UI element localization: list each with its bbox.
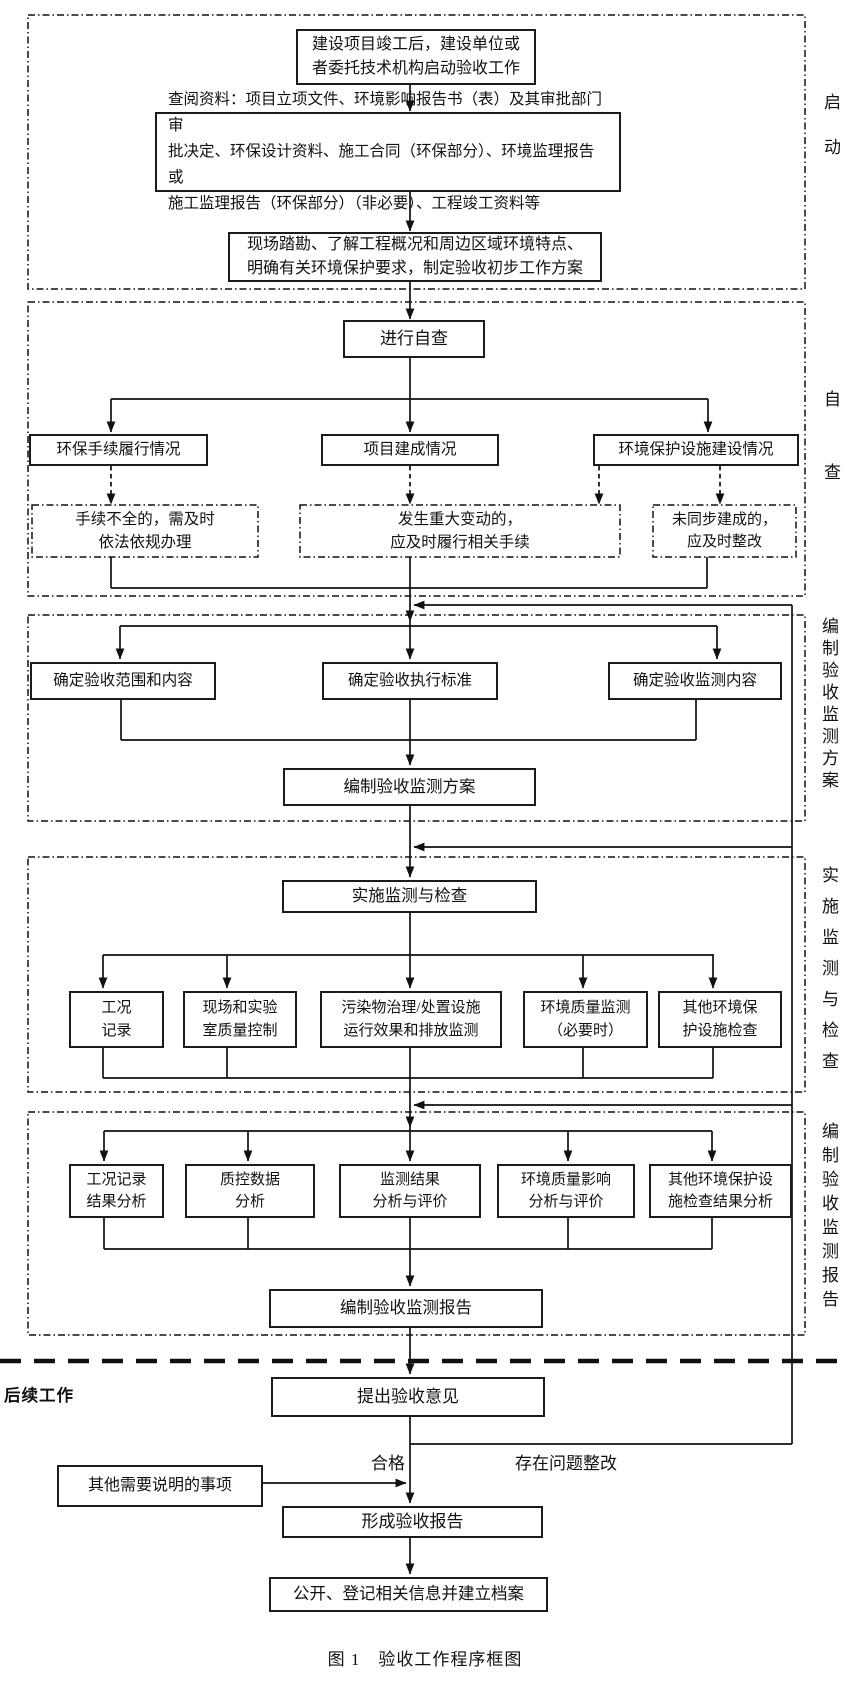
edge-label-pass: 合格	[371, 1454, 405, 1473]
section-border-report	[27, 1111, 806, 1336]
dashed-box-fix-sync	[652, 504, 797, 558]
dashed-box-fix-changes	[299, 504, 621, 558]
node-monitor-content: 确定验收监测内容	[608, 662, 782, 700]
dashed-box-fix-procedures	[31, 504, 259, 558]
node-review-docs: 查阅资料：项目立项文件、环境影响报告书（表）及其审批部门审 批决定、环保设计资料…	[155, 91, 621, 212]
stage-label-plan: 编制验收监测方案	[819, 617, 838, 793]
node-check-construction: 项目建成情况	[321, 434, 499, 466]
node-fix-sync: 未同步建成的， 应及时整改	[671, 511, 777, 551]
section-border-start	[27, 14, 806, 290]
node-quality-control: 现场和实验 室质量控制	[183, 991, 297, 1048]
node-publish: 公开、登记相关信息并建立档案	[269, 1577, 548, 1612]
figure-caption: 图 1 验收工作程序框图	[327, 1650, 523, 1669]
node-pollution-monitor: 污染物治理/处置设施 运行效果和排放监测	[320, 991, 502, 1048]
stage-label-report: 编制验收监测报告	[819, 1122, 838, 1314]
stage-label-selfcheck: 自查	[821, 390, 840, 536]
node-standards: 确定验收执行标准	[322, 662, 498, 700]
node-fix-changes: 发生重大变动的， 应及时履行相关手续	[390, 510, 530, 551]
node-qc-data-analysis: 质控数据 分析	[185, 1164, 315, 1218]
node-final-report: 形成验收报告	[282, 1506, 543, 1538]
node-env-quality: 环境质量监测 （必要时）	[523, 991, 648, 1048]
stage-label-start: 启动	[821, 93, 840, 183]
node-check-facilities: 环境保护设施建设情况	[593, 434, 799, 466]
node-check-procedures: 环保手续履行情况	[29, 434, 208, 466]
node-scope: 确定验收范围和内容	[30, 662, 216, 700]
node-other-items: 其他需要说明的事项	[57, 1465, 263, 1507]
node-facility-analysis: 其他环境保护设 施检查结果分析	[649, 1164, 792, 1218]
node-condition-record: 工况 记录	[69, 991, 164, 1048]
node-env-impact-analysis: 环境质量影响 分析与评价	[497, 1164, 635, 1218]
section-border-selfcheck	[27, 301, 806, 597]
node-self-check: 进行自查	[343, 320, 485, 358]
section-border-plan	[27, 614, 806, 822]
section-border-implement	[27, 856, 806, 1093]
followup-divider-label: 后续工作	[4, 1386, 74, 1405]
node-site-survey: 现场踏勘、了解工程概况和周边区域环境特点、 明确有关环境保护要求，制定验收初步工…	[228, 232, 602, 282]
node-fix-procedures: 手续不全的，需及时 依法依规办理	[75, 510, 215, 551]
stage-label-implement: 实施监测与检查	[819, 866, 838, 1083]
node-report: 编制验收监测报告	[269, 1289, 543, 1328]
node-record-analysis: 工况记录 结果分析	[69, 1164, 164, 1218]
node-opinion: 提出验收意见	[271, 1377, 545, 1417]
node-plan: 编制验收监测方案	[283, 768, 536, 806]
node-implement: 实施监测与检查	[282, 880, 537, 913]
edge-label-issues: 存在问题整改	[515, 1454, 617, 1473]
node-other-facilities: 其他环境保 护设施检查	[658, 991, 782, 1048]
node-start: 建设项目竣工后，建设单位或 者委托技术机构启动验收工作	[296, 29, 536, 85]
node-result-analysis: 监测结果 分析与评价	[339, 1164, 481, 1218]
